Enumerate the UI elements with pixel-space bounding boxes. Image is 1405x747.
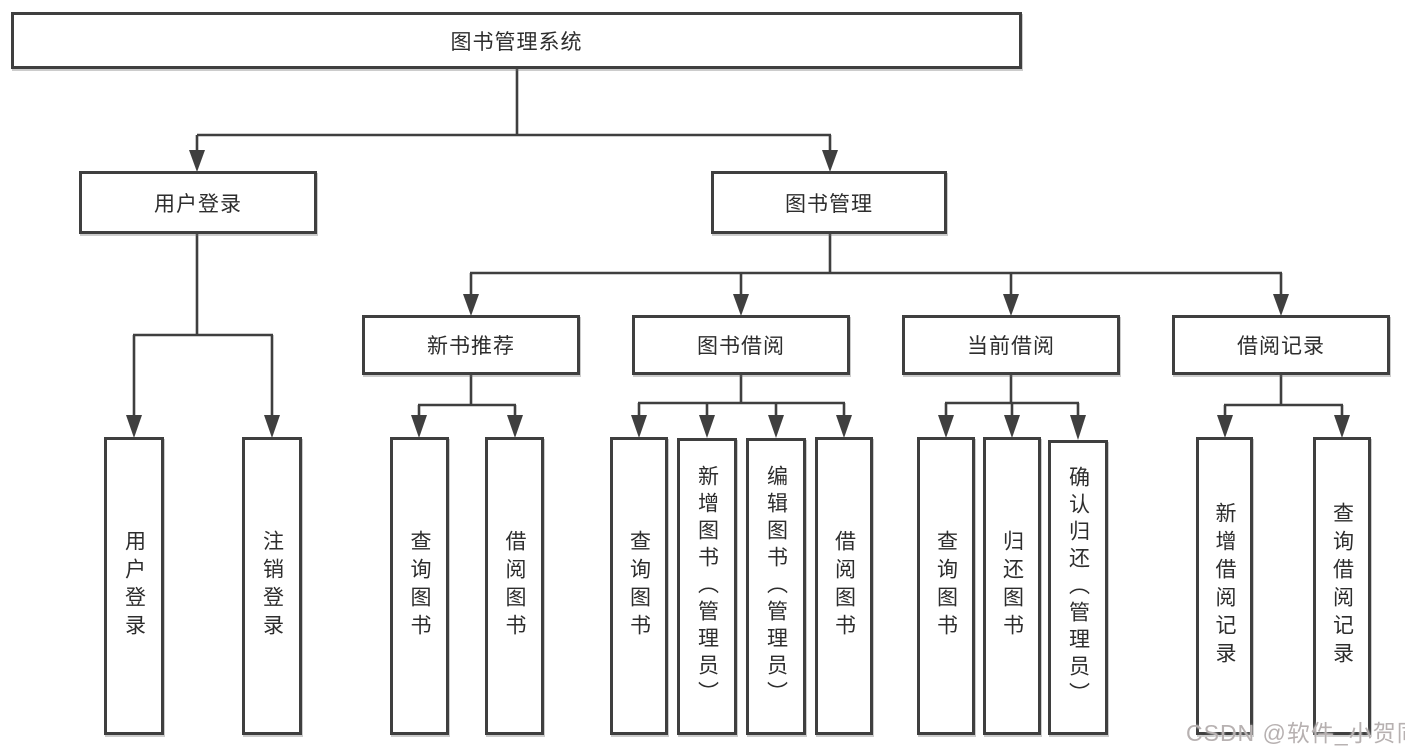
node-new-book-recommend: 新书推荐 xyxy=(362,315,580,375)
node-borrow-records: 借阅记录 xyxy=(1172,315,1390,375)
leaf-borrow-books-borrow: 借阅图书 xyxy=(815,437,873,735)
node-book-borrow: 图书借阅 xyxy=(632,315,850,375)
leaf-confirm-return-admin: 确认归还（管理员） xyxy=(1048,440,1108,735)
node-book-management: 图书管理 xyxy=(711,171,947,234)
leaf-edit-book-admin: 编辑图书（管理员） xyxy=(746,438,806,735)
leaf-logout: 注销登录 xyxy=(242,437,302,735)
leaf-user-login: 用户登录 xyxy=(104,437,164,735)
csdn-watermark: CSDN @软件_小贺同学 xyxy=(1186,720,1405,746)
leaf-query-books-current: 查询图书 xyxy=(917,437,975,735)
leaf-borrow-books-recommend: 借阅图书 xyxy=(485,437,544,735)
leaf-query-books-recommend: 查询图书 xyxy=(390,437,449,735)
leaf-return-book: 归还图书 xyxy=(983,437,1041,735)
leaf-query-books-borrow: 查询图书 xyxy=(610,437,668,735)
leaf-add-borrow-record: 新增借阅记录 xyxy=(1196,437,1253,735)
node-current-borrow: 当前借阅 xyxy=(902,315,1120,375)
node-user-login: 用户登录 xyxy=(79,171,317,234)
leaf-add-book-admin: 新增图书（管理员） xyxy=(677,438,737,735)
leaf-query-borrow-record: 查询借阅记录 xyxy=(1313,437,1371,735)
node-library-system: 图书管理系统 xyxy=(11,12,1022,69)
